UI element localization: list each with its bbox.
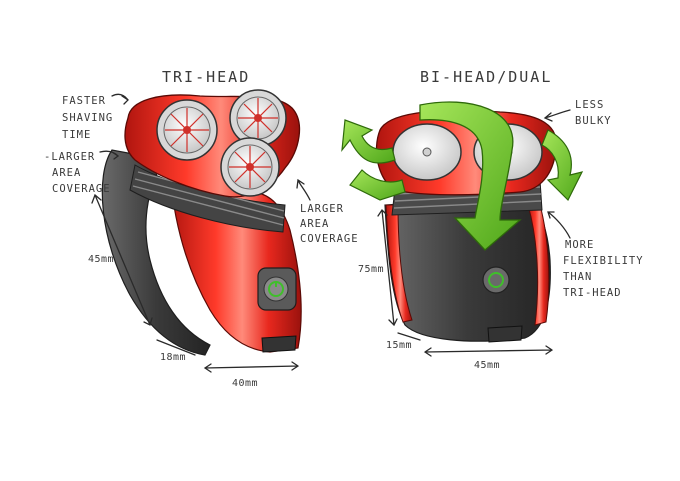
tri-head-shaver [101, 89, 302, 356]
tri-head-title: TRI-HEAD [162, 68, 250, 86]
dim-depth-tri: 18mm [160, 352, 186, 363]
dim-depth-bi: 15mm [386, 340, 412, 351]
svg-text:COVERAGE: COVERAGE [52, 183, 111, 195]
svg-text:-LARGER: -LARGER [44, 151, 95, 163]
green-arrow-left [341, 119, 396, 164]
arrow-faster [111, 93, 130, 105]
dim-width-tri: 40mm [232, 378, 258, 389]
svg-text:BULKY: BULKY [575, 115, 612, 127]
bi-head-red-accent-right [527, 197, 550, 326]
bi-head-base-slot [487, 325, 523, 343]
note-larger-coverage-right: LARGER AREA COVERAGE [300, 203, 359, 245]
green-arrow-center [419, 101, 522, 251]
note-less-bulky: LESS BULKY [575, 99, 612, 127]
svg-text:LARGER: LARGER [300, 203, 344, 215]
svg-text:COVERAGE: COVERAGE [300, 233, 359, 245]
green-arrow-right [541, 129, 584, 202]
dim-line-width-tri [203, 361, 300, 373]
svg-text:TRI-HEAD: TRI-HEAD [563, 287, 622, 299]
svg-text:TIME: TIME [62, 129, 91, 141]
note-more-flexibility: MORE FLEXIBILITY THAN TRI-HEAD [563, 239, 644, 299]
dim-line-depth-bi [397, 332, 421, 341]
tri-head-foil-3 [220, 137, 280, 197]
note-faster-shaving: FASTER SHAVING TIME [62, 95, 113, 141]
svg-text:SHAVING: SHAVING [62, 112, 113, 124]
svg-text:MORE: MORE [565, 239, 594, 251]
svg-text:FASTER: FASTER [62, 95, 106, 107]
tri-head-grey-back [101, 149, 211, 356]
bi-head-red-accent-left [385, 204, 413, 323]
arrow-larger-left [99, 150, 120, 160]
dim-line-height-tri [91, 193, 153, 326]
svg-text:LESS: LESS [575, 99, 604, 111]
flex-arrows [341, 101, 584, 251]
dim-line-depth-tri [156, 339, 196, 356]
arrow-larger-right [296, 178, 311, 201]
dim-width-bi: 45mm [474, 360, 500, 371]
svg-text:FLEXIBILITY: FLEXIBILITY [563, 255, 644, 267]
bi-head-power-button [482, 266, 510, 294]
tri-head-power-button [257, 267, 297, 311]
svg-text:THAN: THAN [563, 271, 592, 283]
arrow-less-bulky [543, 109, 571, 122]
bi-head-title: BI-HEAD/DUAL [420, 68, 552, 86]
tri-head-base-slot [261, 335, 297, 353]
svg-text:AREA: AREA [52, 167, 81, 179]
dim-height-bi: 75mm [358, 264, 384, 275]
dim-line-height-bi [377, 208, 398, 327]
tri-head-foil-1 [156, 99, 218, 161]
note-larger-coverage-left: -LARGER AREA COVERAGE [44, 151, 111, 195]
green-arrow-left-lower [349, 169, 406, 201]
dim-line-width-bi [423, 345, 554, 357]
svg-text:AREA: AREA [300, 218, 329, 230]
tri-head-foil-2 [229, 89, 287, 147]
dim-height-tri: 45mm [88, 254, 114, 265]
arrow-more-flex [547, 211, 571, 239]
